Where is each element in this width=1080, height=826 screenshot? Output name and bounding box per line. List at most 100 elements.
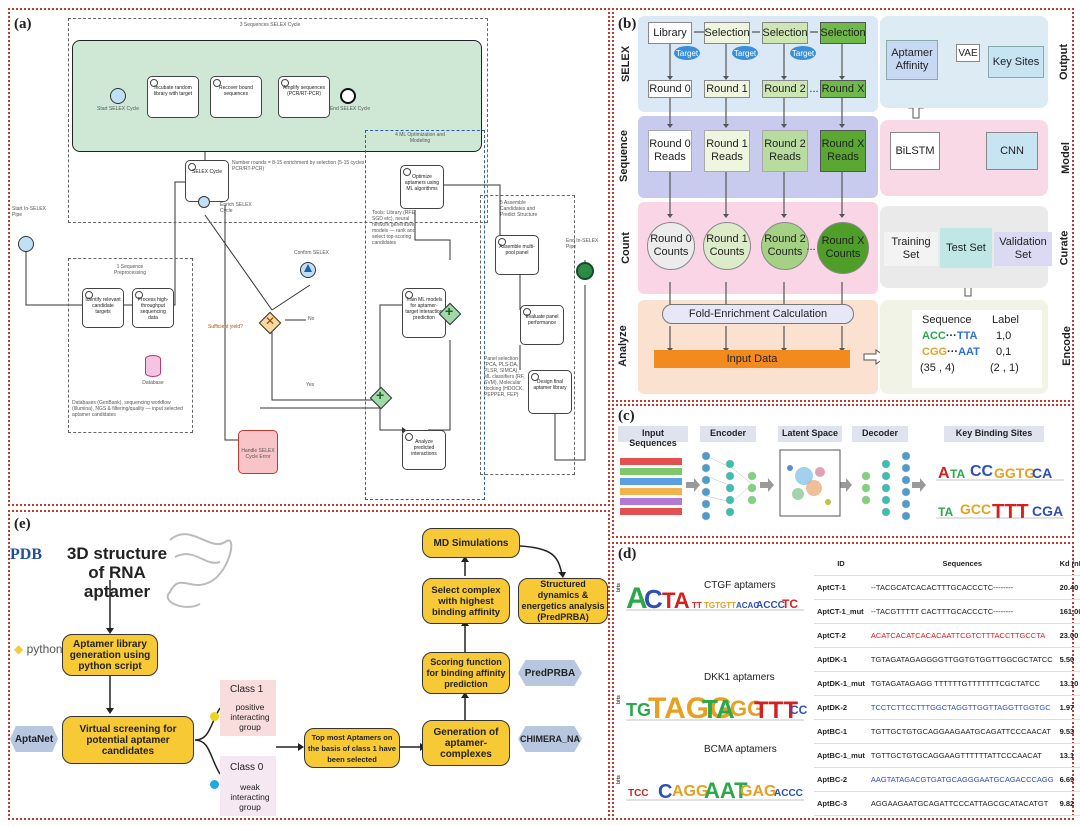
row-kd: 5.50: [1056, 647, 1080, 672]
plus-icon: +: [445, 303, 454, 319]
chimera-badge: CHIMERA_NA: [518, 726, 582, 752]
row-id: AptBC-2: [814, 767, 868, 792]
start-cycle-label: Start SELEX Cycle: [97, 106, 139, 112]
col-id: ID: [814, 552, 868, 576]
svg-text:C: C: [644, 584, 663, 614]
pdb-logo: PDB: [10, 546, 42, 563]
virtual-screening-box: Virtual screening for potential aptamer …: [62, 716, 194, 764]
end-cycle-label: End SELEX Cycle: [329, 106, 371, 112]
aptamer-table: ID Sequences Kd (nM) AptCT-1--TACGCATCAC…: [814, 552, 1080, 816]
svg-text:TC: TC: [782, 597, 798, 611]
gear-icon: [188, 163, 196, 171]
target-badge-3: Target: [790, 46, 816, 60]
svg-text:GAG: GAG: [740, 783, 776, 800]
col-kd: Kd (nM): [1056, 552, 1080, 576]
svg-text:AGG: AGG: [672, 783, 708, 800]
row-id: AptBC-1: [814, 719, 868, 744]
panel-b: (b) SELEX Sequence Count Analyze: [612, 8, 1074, 402]
end-cycle-event: [340, 88, 356, 104]
assemble-title: 5 Assemble Candidates and Predict Struct…: [500, 200, 538, 218]
decoder-network: [861, 451, 911, 521]
selex-cycle-lane: [72, 40, 482, 152]
row-label-curate: Curate: [1058, 230, 1071, 266]
class0-label: Class 0: [230, 762, 264, 773]
selection-box-2: Selection: [762, 22, 808, 44]
svg-text:AAT: AAT: [704, 778, 748, 803]
round-1-counts: Round 1 Counts: [703, 222, 751, 270]
tools-note: Tools: Library (RFE, SGD etc), neural ne…: [372, 210, 417, 246]
no-label: No: [308, 316, 315, 322]
fold-enrichment-box: Fold-Enrichment Calculation: [662, 304, 854, 324]
panel-e-arrows: [106, 533, 566, 775]
target-badge-2: Target: [732, 46, 758, 60]
predprba-badge: PredPRBA: [518, 660, 582, 686]
svg-text:bits: bits: [616, 583, 622, 592]
panel-c: (c) Input Sequences Encoder Latent Space…: [612, 404, 1074, 538]
encode-shape-2: (2 , 1): [990, 362, 1019, 374]
row-label-output: Output: [1058, 43, 1071, 81]
input-data-bar: Input Data: [654, 350, 850, 368]
python-icon: ◆: [14, 642, 24, 656]
round-x-counts: Round X Counts: [817, 222, 869, 274]
c-input-sequences-label: Input Sequences: [618, 426, 688, 448]
class0-box: [220, 756, 276, 816]
structured-dynamics-box: Structured dynamics & energetics analysi…: [518, 578, 608, 624]
row-kd: 20.40: [1056, 575, 1080, 600]
gear-icon: [85, 291, 93, 299]
row-kd: 13.1: [1056, 743, 1080, 768]
round-2-box: Round 2: [762, 80, 808, 98]
step-incubate: Incubate random library with target: [147, 76, 199, 118]
assemble-frame: [480, 195, 575, 475]
class0-dot-icon: [210, 780, 219, 789]
round-1-box: Round 1: [704, 80, 750, 98]
end-pipeline-label: End In-SELEX Pipe: [566, 238, 599, 250]
row-id: AptDK-2: [814, 695, 868, 720]
svg-text:A: A: [626, 582, 648, 615]
panel-d-label: (d): [618, 546, 637, 562]
svg-text:TT: TT: [692, 601, 702, 610]
logo-dkk1-title: DKK1 aptamers: [704, 672, 775, 683]
latent-points: [787, 465, 831, 505]
step-amplify: Amplify sequences (PCR/RT-PCR): [278, 76, 330, 118]
row-seq: TGTTGCTGTGCAGGAAGTTTTTTATTCCCAACAT: [867, 743, 1057, 768]
svg-text:TCC: TCC: [628, 788, 649, 799]
row-kd: 23.00: [1056, 623, 1080, 648]
gateway-x-icon: ✕: [265, 314, 276, 328]
gateway-label: Sufficient yield?: [208, 324, 243, 330]
panel-a: (a): [8, 8, 610, 506]
row-seq: AGGAAGAATGCAGATTCCCATTAGCGCATACATGT: [867, 791, 1057, 816]
validation-set-box: Validation Set: [994, 232, 1052, 266]
row-kd: 13.10: [1056, 671, 1080, 696]
row-seq: TCCTCTTCCTTTGGCTAGGTTGGTTAGGTTGGTGC: [867, 695, 1057, 720]
step-optimize: Optimize aptamers using ML algorithms: [400, 165, 444, 209]
logo-bcma-title: BCMA aptamers: [704, 744, 777, 755]
step-evaluate: Evaluate panel performance: [520, 305, 564, 345]
scoring-function-box: Scoring function for binding affinity pr…: [422, 652, 510, 694]
panel-d: (d) CTGF aptamers DKK1 aptamers BCMA apt…: [612, 542, 1080, 820]
selection-box-1: Selection: [704, 22, 750, 44]
gear-icon: [135, 291, 143, 299]
c-latent-label: Latent Space: [778, 426, 842, 442]
confirm-label: Confirm SELEX: [294, 250, 330, 256]
panel-e-label: (e): [14, 516, 31, 532]
db-note: Databases (GenBank), sequencing workflow…: [72, 400, 183, 418]
class0-desc: weak interacting group: [230, 782, 270, 812]
row-kd: 161.00: [1056, 599, 1080, 624]
library-generation-box: Aptamer library generation using python …: [62, 634, 158, 676]
ml-optimization-frame: [365, 130, 485, 500]
round-0-box: Round 0: [648, 80, 692, 98]
col-sequences: Sequences: [867, 552, 1057, 576]
cnn-box: CNN: [986, 132, 1038, 170]
encode-header-label: Label: [992, 314, 1019, 326]
python-logo: ◆ python: [14, 642, 63, 656]
encode-shape-1: (35 , 4): [920, 362, 955, 374]
panel-a-label: (a): [14, 16, 32, 32]
database-icon: [145, 355, 161, 377]
target-badge-1: Target: [674, 46, 700, 60]
triangle-icon: [304, 264, 312, 272]
encode-seq-1: ACC···TTA: [922, 330, 978, 342]
